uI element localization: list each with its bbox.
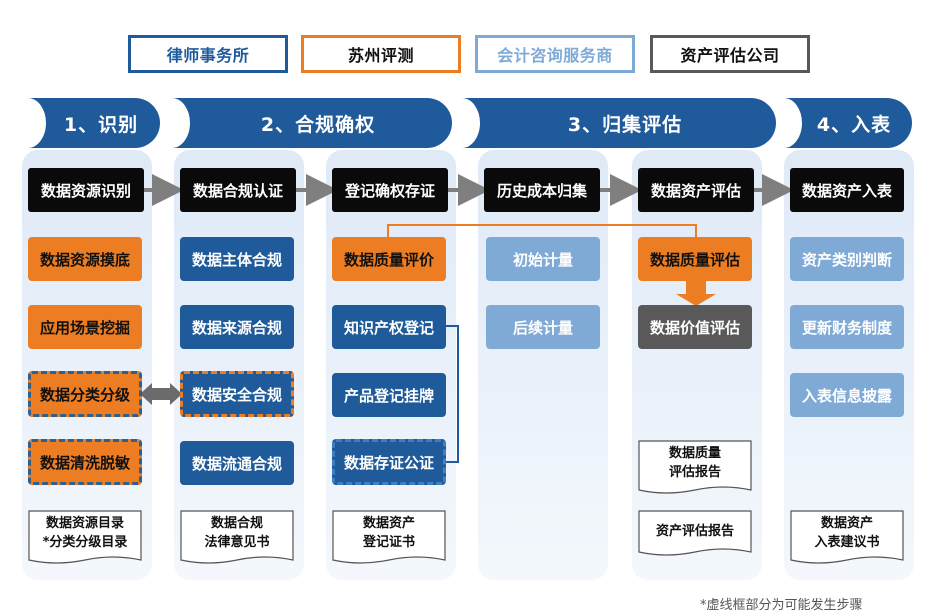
legend-label: 苏州评测 [347,46,414,65]
node-data-security-compliance: 数据安全合规 [180,371,294,417]
node-initial-measurement: 初始计量 [486,237,600,281]
doc-text-line1: 资产评估报告 [655,524,734,539]
phase-1-banner: 1、识别 [28,98,160,148]
legend-asset-appraisal: 资产评估公司 [650,35,810,73]
node-product-listing: 产品登记挂牌 [332,373,446,417]
node-update-financial-system: 更新财务制度 [790,305,904,349]
phase-label: 4、入表 [816,113,892,136]
doc-quality-evaluation-report: 数据质量 评估报告 [638,440,752,498]
doc-text-line1: 数据资产 [362,516,415,531]
doc-text-line2: 登记证书 [362,535,415,550]
column-bg-identify [22,150,152,580]
node-data-subject-compliance: 数据主体合规 [180,237,294,281]
quality-down-arrow-stem [686,281,706,295]
node-data-quality-evaluation: 数据质量评估 [638,237,752,281]
column-bg-evaluate [632,150,762,580]
phase-label: 1、识别 [63,113,139,136]
node-data-notarization: 数据存证公证 [332,439,446,485]
legend-label: 会计咨询服务商 [497,46,613,65]
node-data-asset-recognition: 数据资产入表 [790,168,904,212]
doc-text-line1: 数据资源目录 [45,516,124,531]
phase-label: 2、合规确权 [260,113,376,136]
doc-data-resource-catalog: 数据资源目录 *分类分级目录 [28,510,142,568]
doc-recognition-proposal: 数据资产 入表建议书 [790,510,904,568]
doc-text-line2: 入表建议书 [814,535,880,550]
column-bg-confirm [326,150,456,580]
column-bg-recognize [784,150,914,580]
legend-accounting: 会计咨询服务商 [475,35,635,73]
node-historical-cost: 历史成本归集 [484,168,600,212]
doc-registration-certificate: 数据资产 登记证书 [332,510,446,568]
doc-text-line2: 评估报告 [668,465,721,480]
doc-text-line2: 法律意见书 [204,535,270,550]
phase-3-banner: 3、归集评估 [462,98,776,148]
legend-label: 资产评估公司 [680,46,780,65]
phase-4-banner: 4、入表 [784,98,912,148]
registration-bracket [446,325,459,463]
node-data-asset-evaluation: 数据资产评估 [638,168,754,212]
legend-law-firm: 律师事务所 [128,35,288,73]
phase-2-banner: 2、合规确权 [172,98,452,148]
node-data-resource-identification: 数据资源识别 [28,168,144,212]
node-scenario-mining: 应用场景挖掘 [28,305,142,349]
quality-down-arrow-head [676,294,716,306]
node-disclosure: 入表信息披露 [790,373,904,417]
footnote: *虚线框部分为可能发生步骤 [700,598,863,613]
doc-asset-evaluation-report: 资产评估报告 [638,510,752,560]
node-data-compliance-certification: 数据合规认证 [180,168,296,212]
node-ip-registration: 知识产权登记 [332,305,446,349]
node-data-source-compliance: 数据来源合规 [180,305,294,349]
doc-text-line1: 数据资产 [820,516,873,531]
doc-legal-opinion: 数据合规 法律意见书 [180,510,294,568]
node-data-classification: 数据分类分级 [28,371,142,417]
node-data-resource-survey: 数据资源摸底 [28,237,142,281]
node-registration-confirmation: 登记确权存证 [332,168,448,212]
doc-text-line1: 数据合规 [210,516,263,531]
node-asset-category-judgment: 资产类别判断 [790,237,904,281]
quality-link-line [387,224,697,237]
column-bg-compliance [174,150,304,580]
legend-label: 律师事务所 [166,46,250,65]
node-data-value-evaluation: 数据价值评估 [638,305,752,349]
node-subsequent-measurement: 后续计量 [486,305,600,349]
column-bg-collect [478,150,608,580]
node-data-cleansing: 数据清洗脱敏 [28,439,142,485]
node-data-circulation-compliance: 数据流通合规 [180,441,294,485]
double-arrow-classify-security [140,383,182,405]
doc-text-line1: 数据质量 [668,446,721,461]
legend-suzhou-eval: 苏州评测 [301,35,461,73]
node-data-quality-assessment: 数据质量评价 [332,237,446,281]
phase-label: 3、归集评估 [567,113,683,136]
doc-text-line2: *分类分级目录 [42,535,128,550]
